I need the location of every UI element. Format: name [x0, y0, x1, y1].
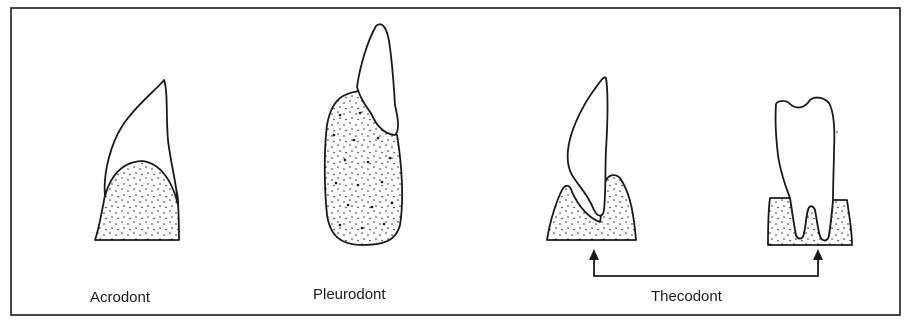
acrodont-tooth — [95, 80, 179, 240]
thecodont-arrowheads — [589, 249, 823, 260]
thecodont-connector — [594, 258, 818, 276]
acrodont-label: Acrodont — [90, 289, 150, 306]
pleurodont-label: Pleurodont — [313, 286, 386, 303]
arrow-up-right-icon — [813, 249, 823, 260]
pleurodont-tooth — [325, 24, 402, 245]
thecodont-molar-tooth — [768, 98, 852, 245]
arrow-up-left-icon — [589, 249, 599, 260]
thecodont-pointed-tooth — [547, 77, 636, 240]
thecodont-label: Thecodont — [651, 288, 722, 305]
molar-surface-speck — [836, 131, 838, 133]
